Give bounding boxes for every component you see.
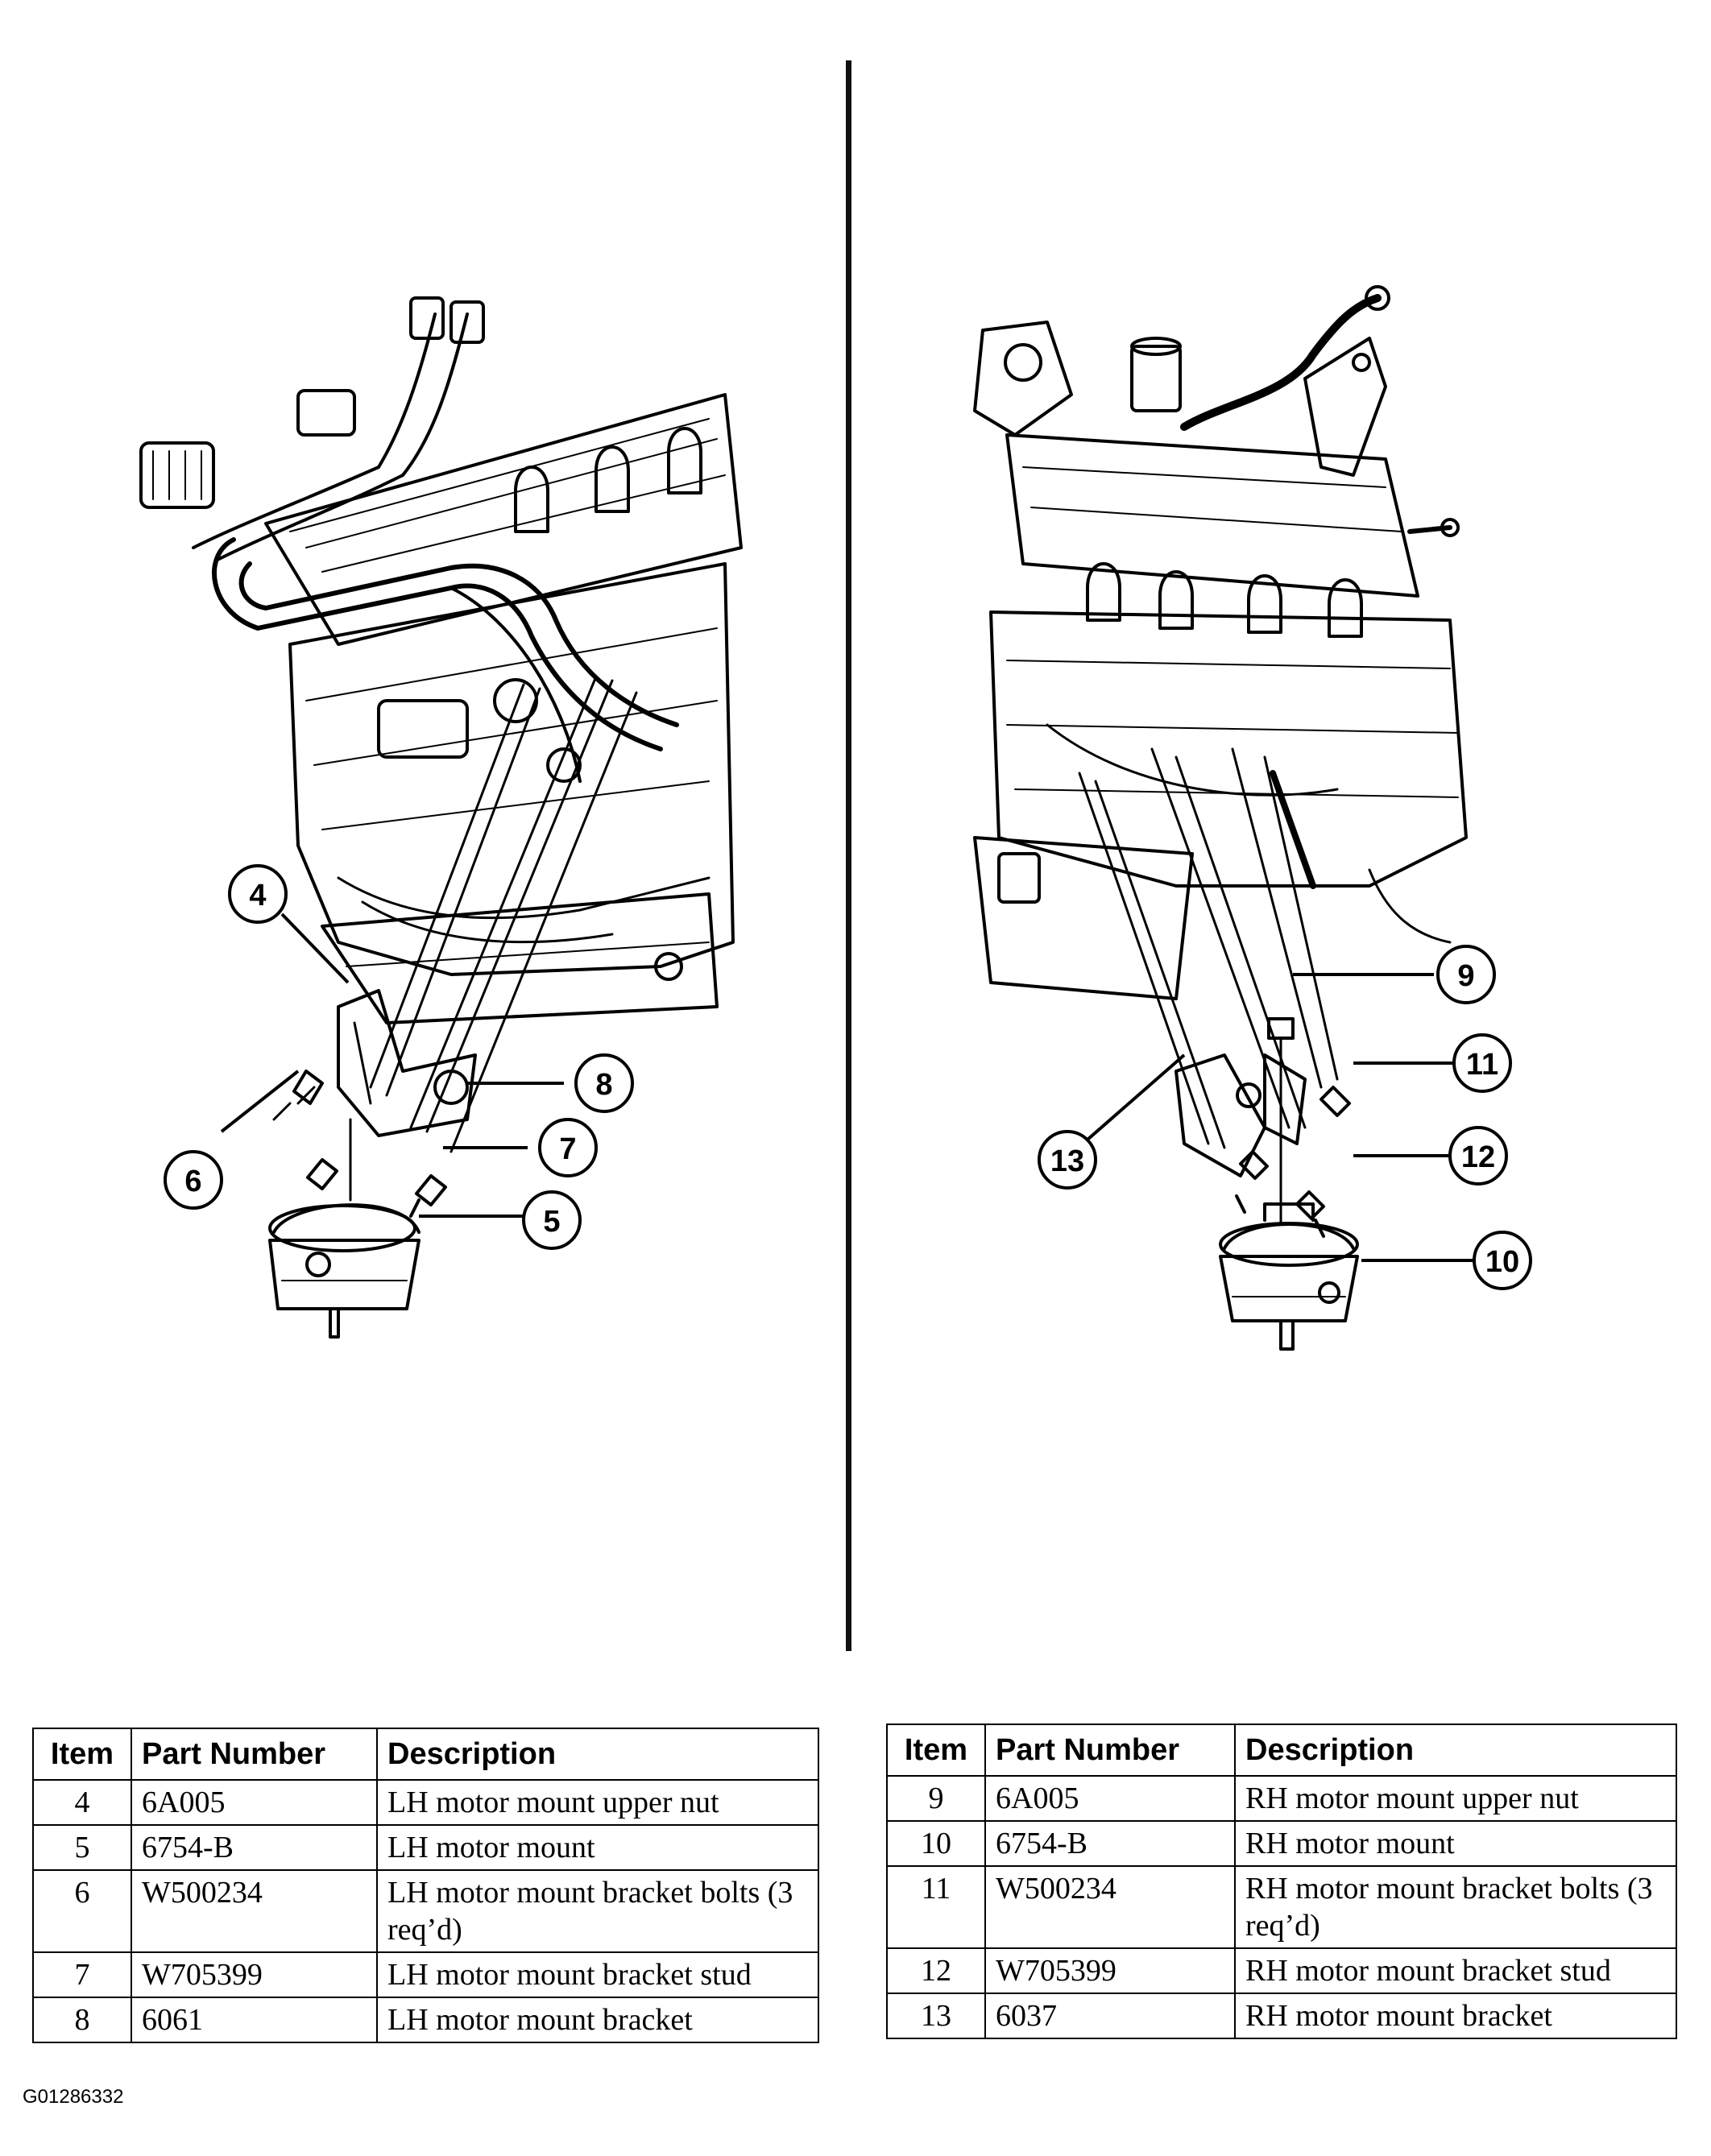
- table-row: 12 W705399 RH motor mount bracket stud: [886, 1947, 1677, 1994]
- cell-item: 5: [32, 1824, 132, 1871]
- svg-text:6: 6: [184, 1165, 201, 1198]
- svg-text:12: 12: [1461, 1140, 1495, 1174]
- callout-12: 12: [1448, 1126, 1508, 1186]
- rh-parts-table: Item Part Number Description 9 6A005 RH …: [886, 1724, 1677, 2039]
- col-header-item: Item: [886, 1724, 986, 1777]
- cell-part-number: W500234: [130, 1869, 378, 1953]
- table-row: 11 W500234 RH motor mount bracket bolts …: [886, 1865, 1677, 1949]
- callout-4: 4: [228, 864, 288, 924]
- cell-item: 13: [886, 1993, 986, 2039]
- lh-parts-table: Item Part Number Description 4 6A005 LH …: [32, 1728, 819, 2043]
- table-row: 8 6061 LH motor mount bracket: [32, 1997, 819, 2043]
- svg-text:10: 10: [1485, 1245, 1519, 1279]
- cell-description: RH motor mount bracket: [1234, 1993, 1677, 2039]
- cell-part-number: W500234: [984, 1865, 1236, 1949]
- cell-description: LH motor mount bracket bolts (3 req’d): [376, 1869, 819, 1953]
- lh-engine-illustration: [139, 296, 743, 1339]
- svg-text:9: 9: [1457, 959, 1474, 993]
- cell-part-number: W705399: [130, 1951, 378, 1998]
- table-row: 6 W500234 LH motor mount bracket bolts (…: [32, 1869, 819, 1953]
- cell-description: LH motor mount: [376, 1824, 819, 1871]
- cell-item: 6: [32, 1869, 132, 1953]
- callout-10: 10: [1473, 1231, 1532, 1290]
- svg-text:4: 4: [249, 879, 266, 912]
- cell-item: 8: [32, 1997, 132, 2043]
- col-header-description: Description: [376, 1728, 819, 1781]
- callout-8: 8: [574, 1053, 634, 1113]
- cell-item: 10: [886, 1820, 986, 1867]
- svg-text:8: 8: [595, 1068, 612, 1102]
- cell-part-number: 6061: [130, 1997, 378, 2043]
- callout-6: 6: [164, 1150, 223, 1210]
- svg-text:5: 5: [543, 1205, 560, 1239]
- table-header-row: Item Part Number Description: [886, 1724, 1677, 1777]
- cell-description: LH motor mount bracket: [376, 1997, 819, 2043]
- cell-part-number: 6A005: [984, 1775, 1236, 1822]
- cell-part-number: 6A005: [130, 1779, 378, 1826]
- callout-9: 9: [1436, 945, 1496, 1004]
- svg-text:11: 11: [1466, 1048, 1498, 1082]
- table-row: 7 W705399 LH motor mount bracket stud: [32, 1951, 819, 1998]
- cell-part-number: 6037: [984, 1993, 1236, 2039]
- callout-11: 11: [1452, 1033, 1512, 1093]
- callouts-layer: [220, 912, 1478, 1262]
- col-header-part-number: Part Number: [130, 1728, 378, 1781]
- table-row: 5 6754-B LH motor mount: [32, 1824, 819, 1871]
- cell-description: LH motor mount bracket stud: [376, 1951, 819, 1998]
- cell-item: 4: [32, 1779, 132, 1826]
- rh-engine-illustration: [973, 285, 1468, 1351]
- cell-part-number: 6754-B: [984, 1820, 1236, 1867]
- svg-text:7: 7: [559, 1132, 576, 1166]
- table-row: 10 6754-B RH motor mount: [886, 1820, 1677, 1867]
- callout-5: 5: [522, 1190, 582, 1250]
- cell-description: LH motor mount upper nut: [376, 1779, 819, 1826]
- cell-part-number: 6754-B: [130, 1824, 378, 1871]
- cell-description: RH motor mount bracket bolts (3 req’d): [1234, 1865, 1677, 1949]
- table-row: 13 6037 RH motor mount bracket: [886, 1993, 1677, 2039]
- panel-divider: [846, 60, 851, 1651]
- cell-description: RH motor mount upper nut: [1234, 1775, 1677, 1822]
- col-header-description: Description: [1234, 1724, 1677, 1777]
- cell-description: RH motor mount: [1234, 1820, 1677, 1867]
- cell-item: 12: [886, 1947, 986, 1994]
- cell-item: 11: [886, 1865, 986, 1949]
- table-row: 9 6A005 RH motor mount upper nut: [886, 1775, 1677, 1822]
- table-header-row: Item Part Number Description: [32, 1728, 819, 1781]
- cell-item: 7: [32, 1951, 132, 1998]
- callout-7: 7: [538, 1118, 598, 1177]
- cell-description: RH motor mount bracket stud: [1234, 1947, 1677, 1994]
- col-header-item: Item: [32, 1728, 132, 1781]
- svg-text:13: 13: [1050, 1144, 1084, 1178]
- callout-13: 13: [1038, 1130, 1097, 1190]
- cell-part-number: W705399: [984, 1947, 1236, 1994]
- table-row: 4 6A005 LH motor mount upper nut: [32, 1779, 819, 1826]
- col-header-part-number: Part Number: [984, 1724, 1236, 1777]
- cell-item: 9: [886, 1775, 986, 1822]
- figure-id: G01286332: [23, 2086, 124, 2108]
